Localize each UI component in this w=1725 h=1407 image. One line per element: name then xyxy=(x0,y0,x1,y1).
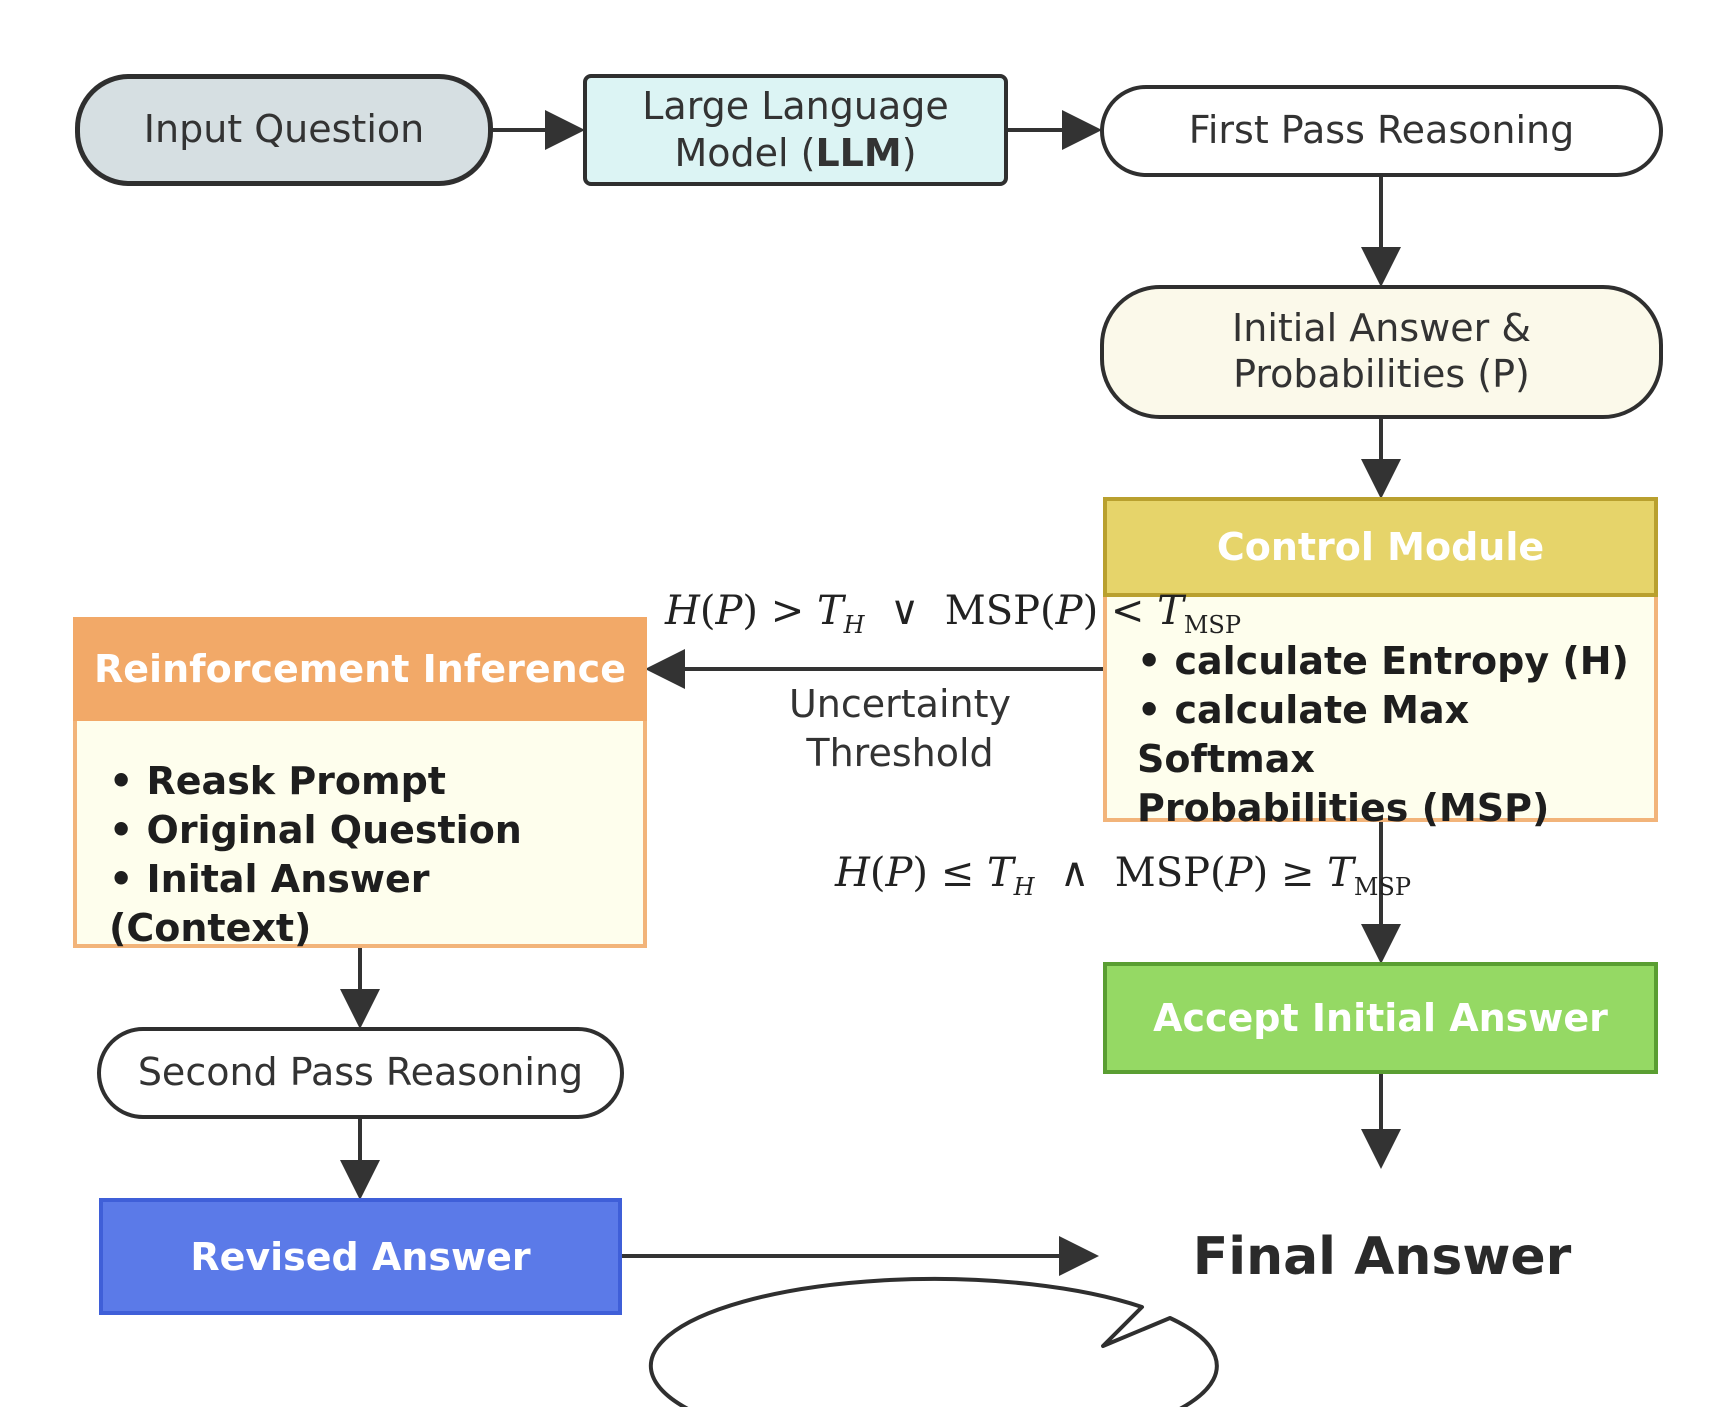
reinforcement-inference-title: Reinforcement Inference xyxy=(73,617,647,721)
accept-p: P xyxy=(885,850,913,896)
control-item-msp: • calculate Max Softmax xyxy=(1137,688,1470,781)
final-answer-speech-bubble xyxy=(648,1276,1219,1407)
accept-and: ∧ xyxy=(1060,850,1090,896)
control-item-msp-cont: Probabilities (MSP) xyxy=(1137,786,1550,830)
uncertainty-threshold-line1: Uncertainty xyxy=(788,682,1011,726)
input-question-node: Input Question xyxy=(75,74,493,186)
llm-label-abbr: LLM xyxy=(815,131,902,175)
llm-label-prefix: Model ( xyxy=(674,131,816,175)
revised-answer-label: Revised Answer xyxy=(190,1234,531,1279)
second-pass-label: Second Pass Reasoning xyxy=(137,1050,584,1095)
accept-msp: MSP xyxy=(1114,850,1211,896)
reject-h: H xyxy=(665,588,700,634)
initial-answer-line2: Probabilities (P) xyxy=(1233,352,1530,396)
control-item-entropy: • calculate Entropy (H) xyxy=(1137,639,1629,683)
llm-label-suffix: ) xyxy=(901,131,917,175)
reject-gt: > xyxy=(770,588,805,634)
reject-p2: P xyxy=(1055,588,1083,634)
llm-label-line2: Model (LLM) xyxy=(642,130,949,178)
first-pass-label: First Pass Reasoning xyxy=(1188,108,1575,153)
accept-initial-answer-label: Accept Initial Answer xyxy=(1153,996,1608,1040)
reinforcement-item-reask: • Reask Prompt xyxy=(109,759,446,803)
accept-le: ≤ xyxy=(940,850,975,896)
accept-t: T xyxy=(986,850,1014,896)
final-answer-label: Final Answer xyxy=(1192,1227,1572,1287)
control-module-title: Control Module xyxy=(1103,497,1658,597)
revised-answer-node: Revised Answer xyxy=(99,1198,622,1315)
input-question-label: Input Question xyxy=(143,107,425,152)
reinforcement-item-context: • Inital Answer (Context) xyxy=(109,857,430,950)
first-pass-reasoning-node: First Pass Reasoning xyxy=(1100,85,1663,177)
llm-node: Large Language Model (LLM) xyxy=(583,74,1008,186)
initial-answer-label: Initial Answer & Probabilities (P) xyxy=(1232,306,1531,397)
reject-condition-formula: H(P) > TH ∨ MSP(P) < TMSP xyxy=(665,588,1241,639)
control-module-panel: Control Module • calculate Entropy (H) •… xyxy=(1103,497,1658,830)
reject-msp: MSP xyxy=(944,588,1041,634)
uncertainty-threshold-label: Uncertainty Threshold xyxy=(770,680,1030,778)
reject-t: T xyxy=(816,588,844,634)
initial-answer-node: Initial Answer & Probabilities (P) xyxy=(1100,285,1663,419)
reinforcement-inference-panel: Reinforcement Inference • Reask Prompt •… xyxy=(73,617,647,950)
reject-sub-h: H xyxy=(843,611,865,639)
accept-h: H xyxy=(835,850,870,896)
reject-t2: T xyxy=(1157,588,1184,634)
accept-p2: P xyxy=(1225,850,1253,896)
llm-label-line1: Large Language xyxy=(642,83,949,128)
reject-or: ∨ xyxy=(890,588,920,634)
reject-p: P xyxy=(715,588,743,634)
second-pass-reasoning-node: Second Pass Reasoning xyxy=(97,1027,624,1119)
uncertainty-threshold-line2: Threshold xyxy=(806,731,994,775)
final-answer-node: Final Answer xyxy=(1097,1167,1667,1347)
accept-condition-formula: H(P) ≤ TH ∧ MSP(P) ≥ TMSP xyxy=(835,850,1411,901)
accept-ge: ≥ xyxy=(1280,850,1315,896)
reject-lt: < xyxy=(1110,588,1145,634)
initial-answer-line1: Initial Answer & xyxy=(1232,306,1531,351)
accept-t2: T xyxy=(1327,850,1354,896)
control-module-body: • calculate Entropy (H) • calculate Max … xyxy=(1107,597,1654,830)
reinforcement-item-question: • Original Question xyxy=(109,808,522,852)
accept-sub-h: H xyxy=(1013,873,1035,901)
accept-initial-answer-node: Accept Initial Answer xyxy=(1103,962,1658,1074)
accept-sub-msp: MSP xyxy=(1353,873,1411,901)
reject-sub-msp: MSP xyxy=(1183,611,1241,639)
llm-label: Large Language Model (LLM) xyxy=(642,83,949,178)
reinforcement-inference-body: • Reask Prompt • Original Question • Ini… xyxy=(77,721,643,950)
